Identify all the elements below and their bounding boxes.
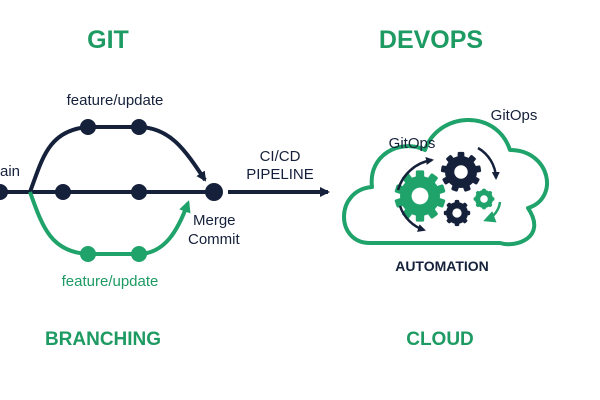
gear-icon xyxy=(440,151,482,192)
refresh-arrow-icon xyxy=(398,205,426,232)
heading-branching: BRANCHING xyxy=(45,329,161,350)
automation-label: AUTOMATION xyxy=(395,258,489,274)
refresh-arrow-icon xyxy=(477,146,500,180)
refresh-arrow-icon xyxy=(396,156,434,191)
pipeline-label-line2: PIPELINE xyxy=(246,166,314,183)
refresh-arrow-icon xyxy=(483,201,502,223)
bottom-feature-branch-line xyxy=(28,191,191,256)
gitops-label-outside: GitOps xyxy=(491,107,538,124)
heading-cloud: CLOUD xyxy=(406,329,474,350)
commit-node-bottom-branch xyxy=(131,246,147,262)
commit-node-bottom-branch xyxy=(80,246,96,262)
commit-node-main-start xyxy=(0,184,8,200)
gear-icon xyxy=(443,199,471,227)
git-graph xyxy=(0,119,223,262)
bottom-branch-label: feature/update xyxy=(62,273,159,290)
merge-label-line2: Commit xyxy=(188,231,240,248)
commit-node-main xyxy=(131,184,147,200)
gear-icon xyxy=(473,188,495,210)
gear-icon xyxy=(394,170,446,222)
merge-commit-node xyxy=(205,183,223,201)
commit-node-top-branch xyxy=(80,119,96,135)
commit-node-top-branch xyxy=(131,119,147,135)
heading-git: GIT xyxy=(87,26,129,54)
top-branch-label: feature/update xyxy=(67,92,164,109)
heading-devops: DEVOPS xyxy=(379,26,483,54)
gitops-label-inside: GitOps xyxy=(389,135,436,152)
merge-label-line1: Merge xyxy=(193,212,236,229)
commit-node-main xyxy=(55,184,71,200)
main-branch-label: ain xyxy=(0,163,20,180)
pipeline-label-line1: CI/CD xyxy=(260,148,301,165)
gears-group xyxy=(394,151,495,227)
top-feature-branch-line xyxy=(28,125,207,193)
